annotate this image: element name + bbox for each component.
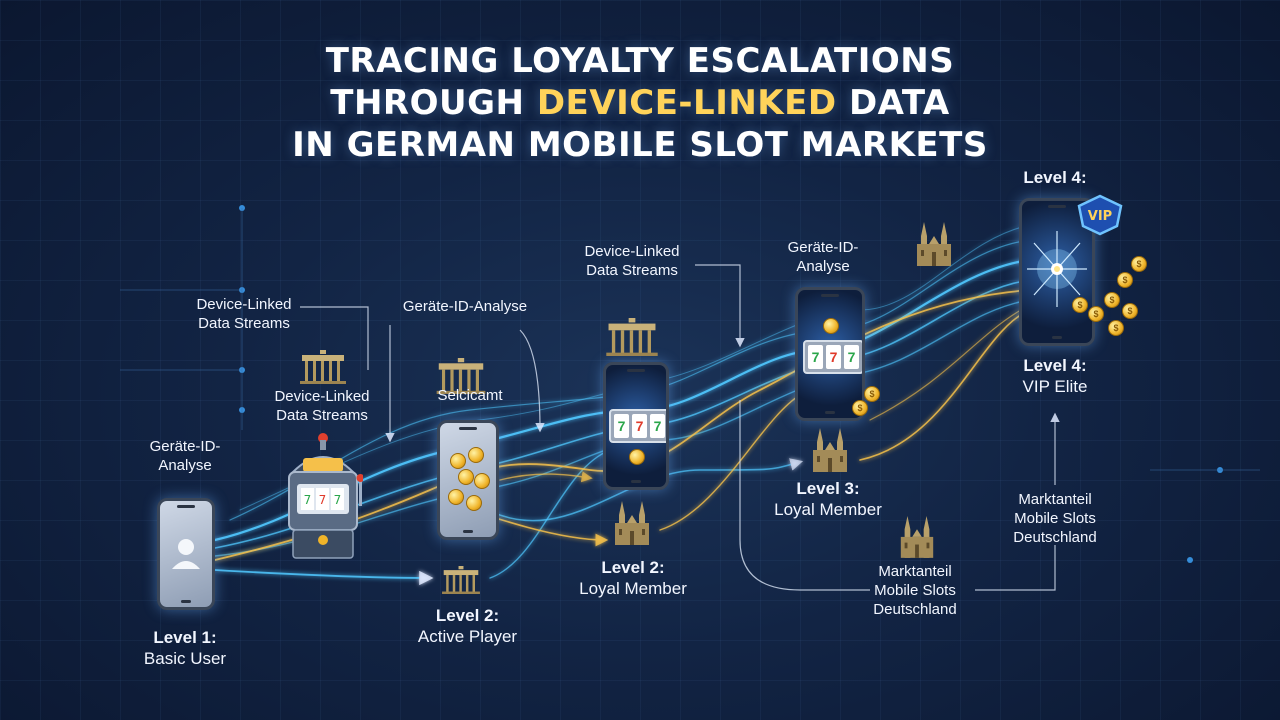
coin-icon — [629, 449, 645, 465]
level-4-vip-phone — [1019, 198, 1095, 346]
level-3-label: Level 3: Loyal Member — [758, 478, 898, 520]
coin-icon: $ — [852, 400, 868, 416]
level-3-number: Level 3: — [796, 479, 860, 498]
level-4-name: VIP Elite — [1022, 377, 1088, 396]
vip-badge-text: VIP — [1088, 209, 1112, 224]
title-line-3: IN GERMAN MOBILE SLOT MARKETS — [292, 125, 988, 165]
slot-machine-icon: 7 7 7 — [288, 433, 363, 559]
title-line-2-highlight: DEVICE-LINKED — [536, 83, 837, 123]
brandenburg-gate-icon — [436, 358, 486, 394]
brandenburg-gate-icon — [442, 566, 480, 594]
annotation-line: Geräte-ID- — [149, 438, 221, 455]
annotation-line: Analyse — [158, 457, 212, 474]
coin-icon — [466, 495, 482, 511]
coin-icon: $ — [1117, 272, 1133, 288]
level-2-loyal-number: Level 2: — [601, 558, 665, 577]
annotation-line: Geräte-ID- — [787, 239, 859, 256]
annotation-line: Data Streams — [276, 407, 368, 424]
annotation-geraete-id-2: Geräte-ID-Analyse — [385, 297, 545, 316]
cathedral-icon — [813, 428, 847, 472]
annotation-line: Device-Linked — [196, 296, 292, 313]
coin-icon — [474, 473, 490, 489]
annotation-line: Data Streams — [586, 262, 678, 279]
coin-icon: $ — [1104, 292, 1120, 308]
annotation-marktanteil-2: Marktanteil Mobile Slots Deutschland — [995, 490, 1115, 547]
coin-icon — [450, 453, 466, 469]
coin-icon — [448, 489, 464, 505]
level-4-number: Level 4: — [1023, 356, 1087, 375]
annotation-selcicamt: Selcicamt — [420, 386, 520, 405]
level-1-phone — [157, 498, 215, 610]
level-2-loyal-label: Level 2: Loyal Member — [563, 557, 703, 599]
level-2-active-phone — [437, 420, 499, 540]
annotation-connectors — [300, 264, 1060, 591]
coin-icon — [823, 318, 839, 334]
annotation-marktanteil-1: Marktanteil Mobile Slots Deutschland — [855, 562, 975, 619]
cathedral-icon — [900, 515, 934, 558]
annotation-geraete-id-1: Geräte-ID- Analyse — [125, 437, 245, 475]
coin-icon: $ — [864, 386, 880, 402]
level-2-loyal-name: Loyal Member — [579, 579, 687, 598]
starburst-icon — [1027, 231, 1087, 307]
coin-icon — [468, 447, 484, 463]
level-2-active-name: Active Player — [417, 627, 518, 646]
svg-text:7: 7 — [304, 493, 312, 507]
coin-icon: $ — [1088, 306, 1104, 322]
brandenburg-gate-icon — [300, 350, 346, 384]
coin-icon — [458, 469, 474, 485]
level-4-top-label: Level 4: — [1005, 167, 1105, 188]
level-4-label: Level 4: VIP Elite — [1000, 355, 1110, 397]
user-icon — [172, 539, 200, 569]
svg-text:7: 7 — [319, 493, 327, 507]
annotation-line: Mobile Slots — [1014, 510, 1096, 527]
level-3-name: Loyal Member — [774, 500, 882, 519]
annotation-device-linked-1: Device-Linked Data Streams — [172, 295, 316, 333]
diagram-title: TRACING LOYALTY ESCALATIONS THROUGH DEVI… — [0, 40, 1280, 166]
annotation-device-linked-2: Device-Linked Data Streams — [250, 387, 394, 425]
title-line-1: TRACING LOYALTY ESCALATIONS — [325, 41, 955, 81]
level-2-active-label: Level 2: Active Player — [395, 605, 540, 647]
annotation-line: Device-Linked — [584, 243, 680, 260]
annotation-line: Marktanteil — [1018, 491, 1092, 508]
vip-shield-icon: VIP — [1077, 194, 1123, 236]
annotation-line: Geräte-ID-Analyse — [402, 298, 528, 315]
annotation-line: Deutschland — [1013, 529, 1097, 546]
cathedral-icon — [917, 222, 951, 266]
annotation-line: Mobile Slots — [874, 582, 956, 599]
brandenburg-gate-icon — [606, 318, 658, 356]
annotation-line: Selcicamt — [437, 387, 503, 404]
annotation-line: Data Streams — [198, 315, 290, 332]
annotation-line: Marktanteil — [878, 563, 952, 580]
annotation-geraete-id-3: Geräte-ID- Analyse — [768, 238, 878, 276]
level-2-active-number: Level 2: — [435, 606, 500, 625]
level-4-top-number: Level 4: — [1023, 168, 1087, 187]
coin-icon: $ — [1122, 303, 1138, 319]
annotation-line: Device-Linked — [274, 388, 370, 405]
title-line-2-prefix: THROUGH — [330, 83, 537, 123]
annotation-device-linked-3: Device-Linked Data Streams — [560, 242, 704, 280]
coin-icon: $ — [1108, 320, 1124, 336]
level-1-label: Level 1: Basic User — [115, 627, 255, 669]
annotation-line: Analyse — [796, 258, 850, 275]
title-line-2-suffix: DATA — [836, 83, 950, 123]
level-1-name: Basic User — [143, 649, 227, 668]
title-line-2: THROUGH DEVICE-LINKED DATA — [0, 82, 1280, 124]
level-1-number: Level 1: — [153, 628, 217, 647]
cathedral-icon — [615, 501, 649, 545]
annotation-line: Deutschland — [873, 601, 957, 618]
coin-icon: $ — [1072, 297, 1088, 313]
coin-icon: $ — [1131, 256, 1147, 272]
svg-text:7: 7 — [334, 493, 342, 507]
